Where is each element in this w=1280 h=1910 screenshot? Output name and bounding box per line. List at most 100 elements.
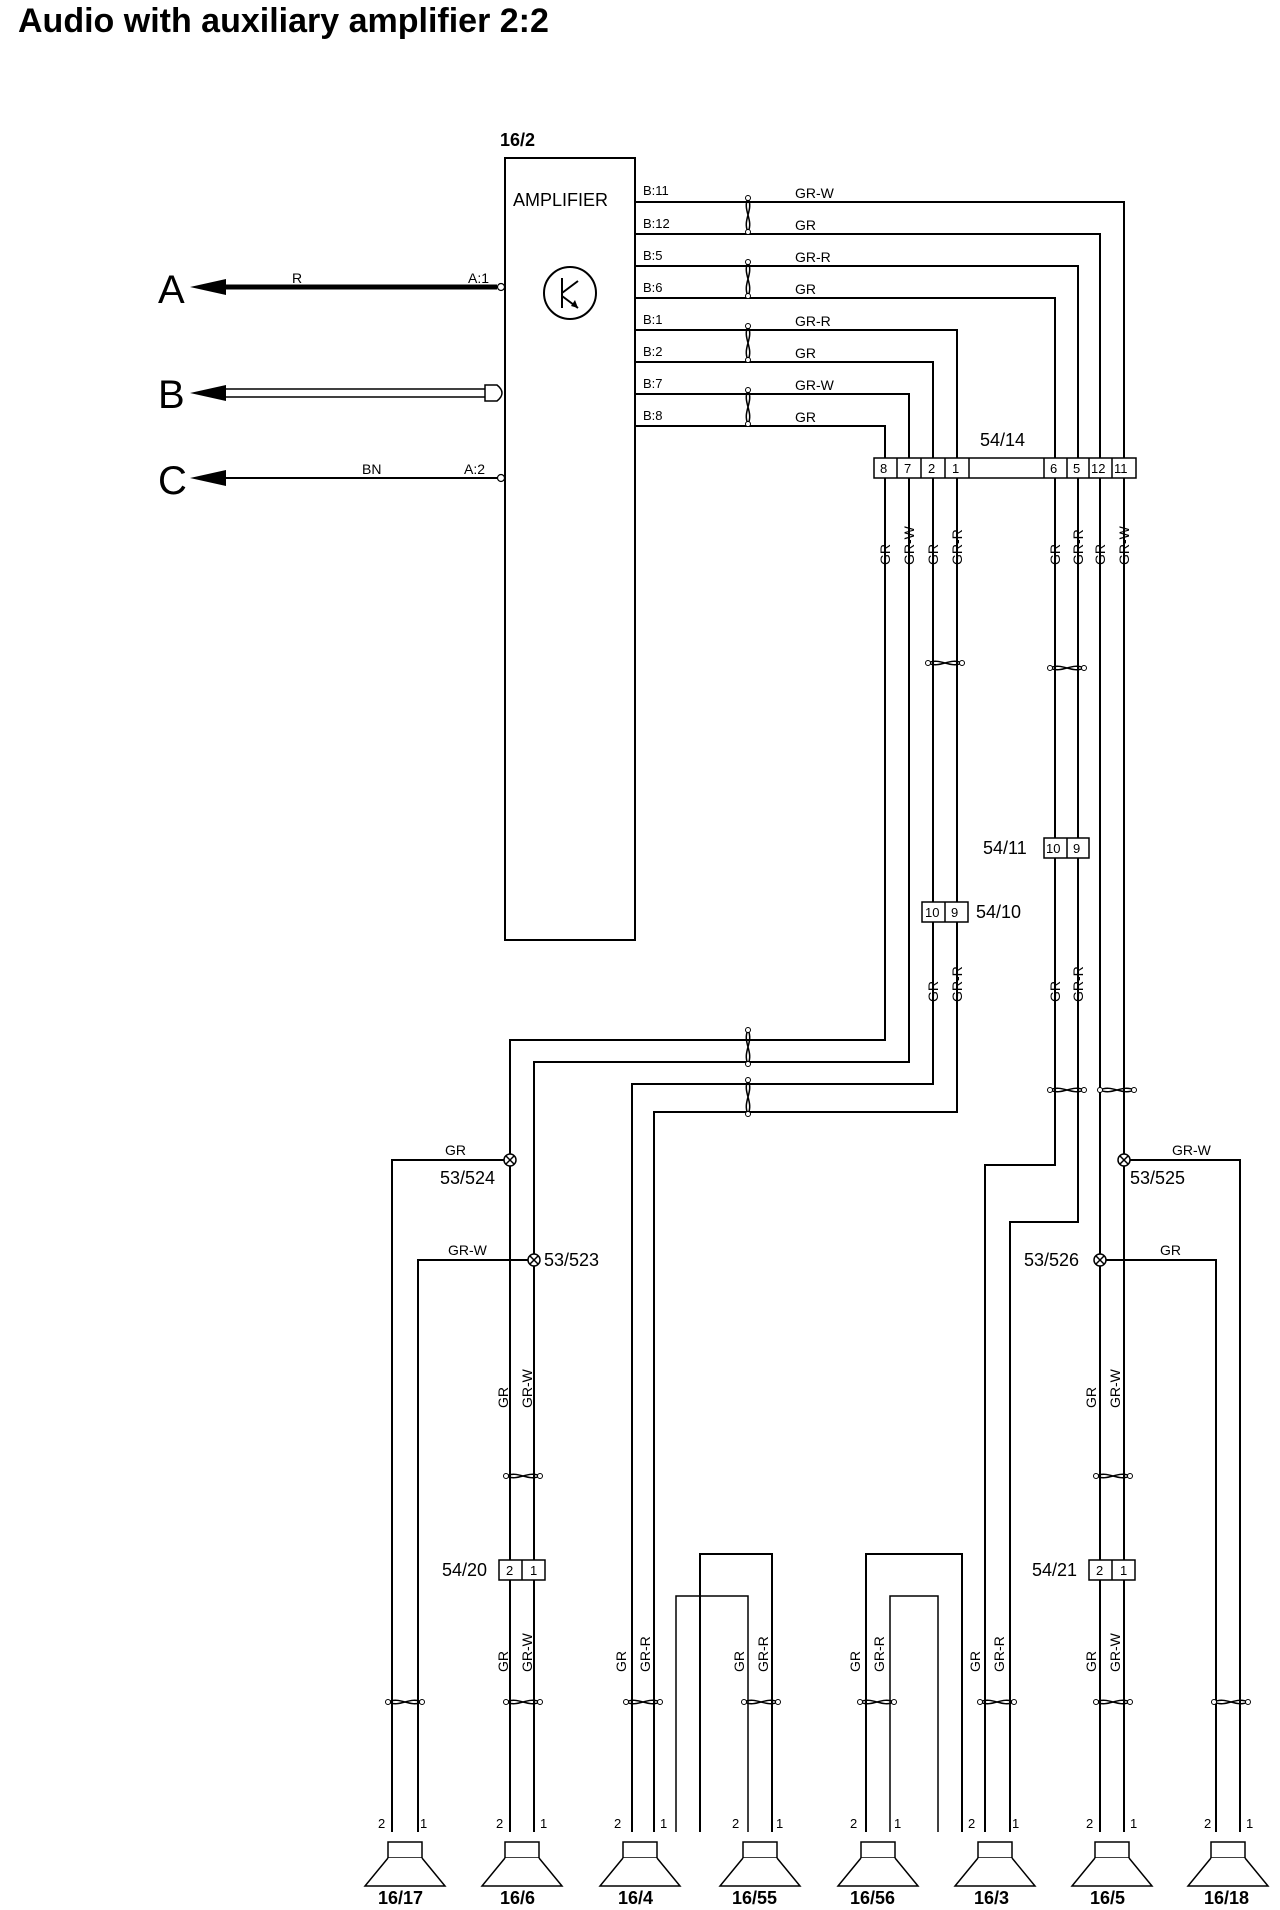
speaker-16-18-id: 16/18 xyxy=(1204,1888,1249,1908)
ll-10: GR xyxy=(847,1651,863,1672)
c5410-pin-9: 9 xyxy=(951,905,958,920)
ll-11: GR-R xyxy=(871,1636,887,1672)
mid-lbl-2: GR xyxy=(1047,981,1063,1002)
splice-53-526-color: GR xyxy=(1160,1242,1181,1258)
pin-b6: B:6 xyxy=(643,280,663,295)
c5410-pin-10: 10 xyxy=(925,905,939,920)
speaker-16-3-id: 16/3 xyxy=(974,1888,1009,1908)
mid-lbl-1: GR-R xyxy=(949,966,965,1002)
c5411-pin-9: 9 xyxy=(1073,841,1080,856)
ll-9: GR-R xyxy=(755,1636,771,1672)
speaker-16-56-id: 16/56 xyxy=(850,1888,895,1908)
connector-54-10-id: 54/10 xyxy=(976,902,1021,922)
splice-53-523-id: 53/523 xyxy=(544,1250,599,1270)
c5411-pin-10: 10 xyxy=(1046,841,1060,856)
splice-53-526-id: 53/526 xyxy=(1024,1250,1079,1270)
splice-53-525-color: GR-W xyxy=(1172,1142,1212,1158)
c5414-pin-8: 8 xyxy=(880,461,887,476)
ll-1: GR-W xyxy=(519,1368,535,1408)
pin-a2: A:2 xyxy=(464,461,485,477)
spk-16-4-pin-1: 1 xyxy=(660,1816,667,1831)
connector-54-11-id: 54/11 xyxy=(983,838,1027,858)
transistor-icon xyxy=(543,266,597,320)
labels-mid: GR GR-R GR GR-R xyxy=(925,966,1086,1002)
color-b7: GR-W xyxy=(795,377,835,393)
spk-16-56-pin-2: 2 xyxy=(850,1816,857,1831)
mid-lbl-3: GR-R xyxy=(1070,966,1086,1002)
color-b8: GR xyxy=(795,409,816,425)
ll-7: GR-R xyxy=(637,1636,653,1672)
c5421-pin-1: 1 xyxy=(1120,1563,1127,1578)
ll-8: GR xyxy=(731,1651,747,1672)
spk-16-18-pin-2: 2 xyxy=(1204,1816,1211,1831)
connector-54-11: 10 9 54/11 xyxy=(983,837,1090,859)
left-splices: GR 53/524 GR-W 53/523 xyxy=(391,1142,599,1832)
c5420-pin-2: 2 xyxy=(506,1563,513,1578)
lower-labels: GR GR-W GR GR-W GR GR-W GR GR-R GR GR-R … xyxy=(495,1368,1123,1672)
c5414-pin-11: 11 xyxy=(1114,461,1128,476)
pin-b7: B:7 xyxy=(643,376,663,391)
ll-6: GR xyxy=(613,1651,629,1672)
ll-0: GR xyxy=(495,1387,511,1408)
splice-53-525-id: 53/525 xyxy=(1130,1168,1185,1188)
color-b2: GR xyxy=(795,345,816,361)
ref-b-letter: B xyxy=(158,373,185,417)
ll-2: GR xyxy=(1083,1387,1099,1408)
mid-lbl-0: GR xyxy=(925,981,941,1002)
amplifier-16-2: 16/2 AMPLIFIER xyxy=(500,130,636,941)
speaker-16-5: 2 1 16/5 xyxy=(1071,1816,1153,1908)
speaker-16-17-id: 16/17 xyxy=(378,1888,423,1908)
ref-c-letter: C xyxy=(158,459,187,503)
speaker-16-18: 2 1 16/18 xyxy=(1187,1816,1269,1908)
c5420-pin-1: 1 xyxy=(530,1563,537,1578)
speaker-16-17: 2 1 16/17 xyxy=(364,1816,446,1908)
connector-54-20-id: 54/20 xyxy=(442,1560,487,1580)
pin-b8: B:8 xyxy=(643,408,663,423)
connector-54-21-id: 54/21 xyxy=(1032,1560,1077,1580)
pin-b2: B:2 xyxy=(643,344,663,359)
bridge-wires xyxy=(675,1553,963,1832)
labels-under-54-14: GR GR-W GR GR-R GR GR-R GR GR-W xyxy=(877,525,1132,565)
ll-14: GR xyxy=(1083,1651,1099,1672)
connector-54-10: 10 9 54/10 xyxy=(921,901,1021,923)
spk-16-6-pin-1: 1 xyxy=(540,1816,547,1831)
spk-16-5-pin-2: 2 xyxy=(1086,1816,1093,1831)
color-b11: GR-W xyxy=(795,185,835,201)
color-b12: GR xyxy=(795,217,816,233)
spk-16-55-pin-1: 1 xyxy=(776,1816,783,1831)
spk-16-55-pin-2: 2 xyxy=(732,1816,739,1831)
spk-16-17-pin-1: 1 xyxy=(420,1816,427,1831)
speaker-16-55-id: 16/55 xyxy=(732,1888,777,1908)
color-b1: GR-R xyxy=(795,313,831,329)
splice-53-524-color: GR xyxy=(445,1142,466,1158)
spk-16-3-pin-2: 2 xyxy=(968,1816,975,1831)
speaker-16-56: 2 1 16/56 xyxy=(837,1816,919,1908)
pin-b12: B:12 xyxy=(643,216,670,231)
external-ref-b: B xyxy=(158,373,503,417)
page-title: Audio with auxiliary amplifier 2:2 xyxy=(18,2,549,40)
amplifier-label: AMPLIFIER xyxy=(513,190,608,210)
color-b5: GR-R xyxy=(795,249,831,265)
speaker-16-6-id: 16/6 xyxy=(500,1888,535,1908)
amplifier-output-wires: B:11 GR-W B:12 GR B:5 GR-R B:6 GR B:1 GR… xyxy=(635,183,1125,458)
ll-13: GR-R xyxy=(991,1636,1007,1672)
speaker-16-55: 2 1 16/55 xyxy=(719,1816,801,1908)
c5414-pin-7: 7 xyxy=(904,461,911,476)
speaker-16-6: 2 1 16/6 xyxy=(481,1816,563,1908)
external-ref-a: A R A:1 xyxy=(158,268,506,312)
ref-c-color: BN xyxy=(362,461,381,477)
pin-b5: B:5 xyxy=(643,248,663,263)
harness-wires xyxy=(509,478,1138,1832)
c5414-pin-5: 5 xyxy=(1073,461,1080,476)
spk-16-4-pin-2: 2 xyxy=(614,1816,621,1831)
c5414-pin-2: 2 xyxy=(928,461,935,476)
speaker-16-3: 2 1 16/3 xyxy=(954,1816,1036,1908)
spk-16-18-pin-1: 1 xyxy=(1246,1816,1253,1831)
ll-5: GR-W xyxy=(519,1632,535,1672)
external-ref-c: C BN A:2 xyxy=(158,459,506,503)
color-b6: GR xyxy=(795,281,816,297)
ref-a-color: R xyxy=(292,270,302,286)
connector-54-14-id: 54/14 xyxy=(980,430,1025,450)
spk-16-5-pin-1: 1 xyxy=(1130,1816,1137,1831)
